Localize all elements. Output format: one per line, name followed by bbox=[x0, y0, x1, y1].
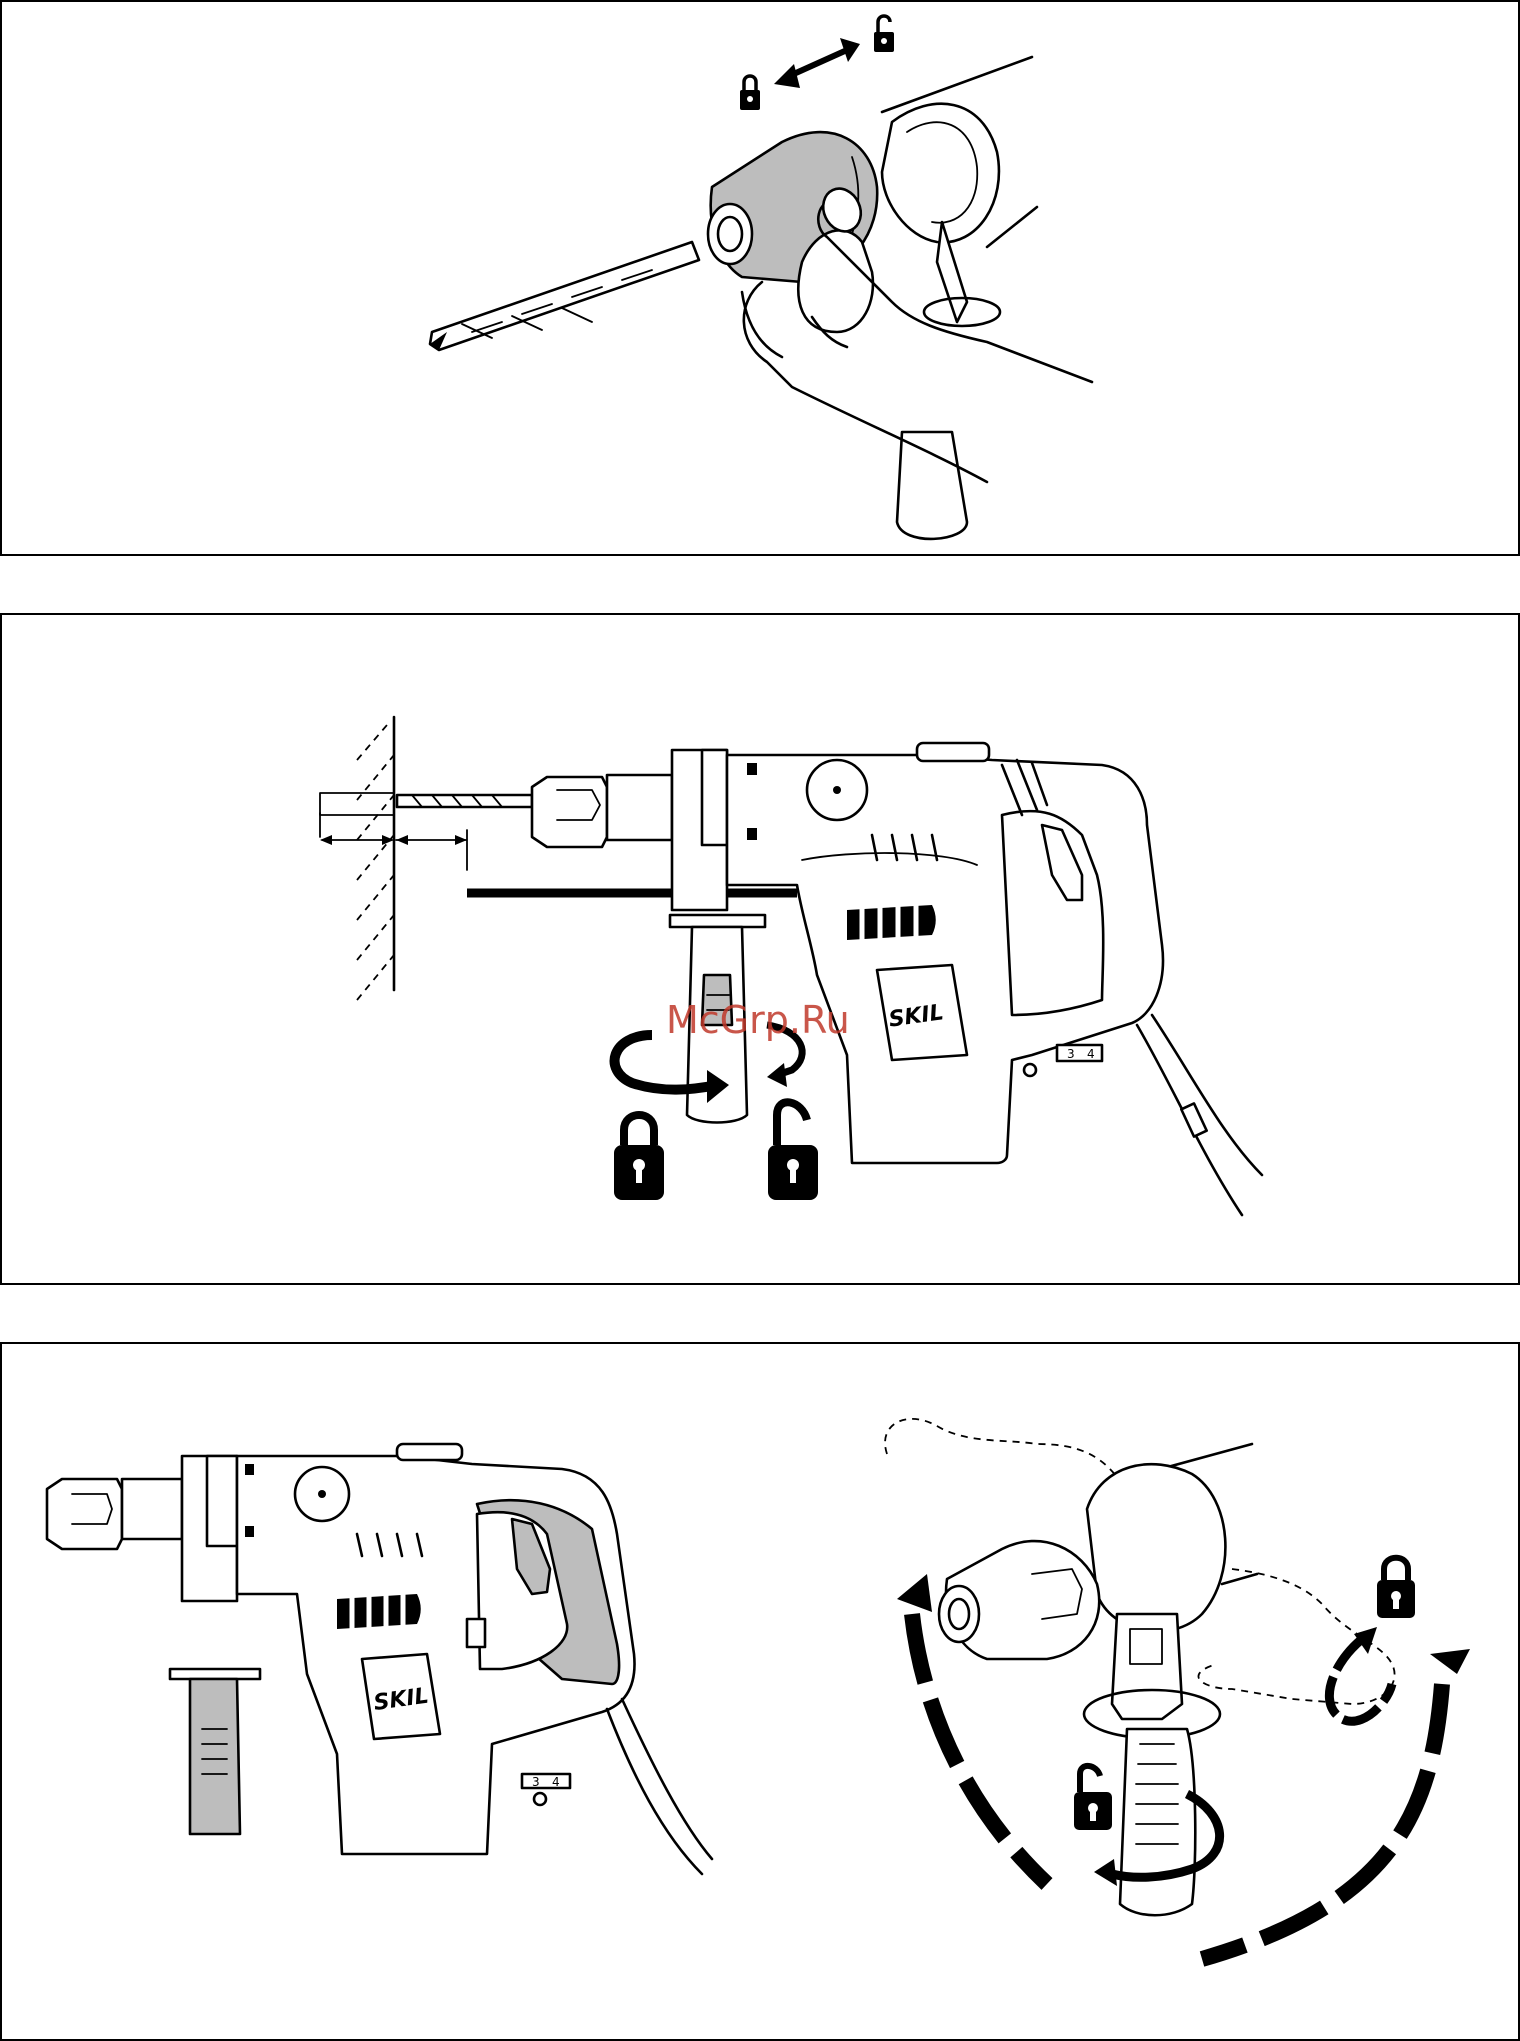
depth-gauge-illustration: SKIL 3 4 bbox=[2, 615, 1520, 1285]
speed-label-3: 3 bbox=[1067, 1047, 1075, 1061]
unlock-icon bbox=[1074, 1766, 1112, 1830]
figure-panel-depth-gauge: SKIL 3 4 bbox=[0, 613, 1520, 1285]
lock-icon bbox=[614, 1115, 664, 1200]
unlock-icon bbox=[768, 1102, 818, 1200]
auxiliary-handle-illustration: SKIL 3 4 bbox=[2, 1344, 1520, 2041]
figure-panel-bit-insertion bbox=[0, 0, 1520, 556]
lock-icon bbox=[1377, 1558, 1415, 1618]
speed-label-4: 4 bbox=[1087, 1047, 1095, 1061]
speed-label-4: 4 bbox=[552, 1775, 560, 1789]
speed-label-3: 3 bbox=[532, 1775, 540, 1789]
figure-panel-auxiliary-handle: SKIL 3 4 bbox=[0, 1342, 1520, 2041]
unlock-icon bbox=[874, 16, 894, 52]
bit-insertion-illustration bbox=[2, 2, 1520, 556]
lock-icon bbox=[740, 76, 760, 110]
watermark: McGrp.Ru bbox=[666, 998, 850, 1042]
double-arrow-icon bbox=[774, 38, 860, 88]
